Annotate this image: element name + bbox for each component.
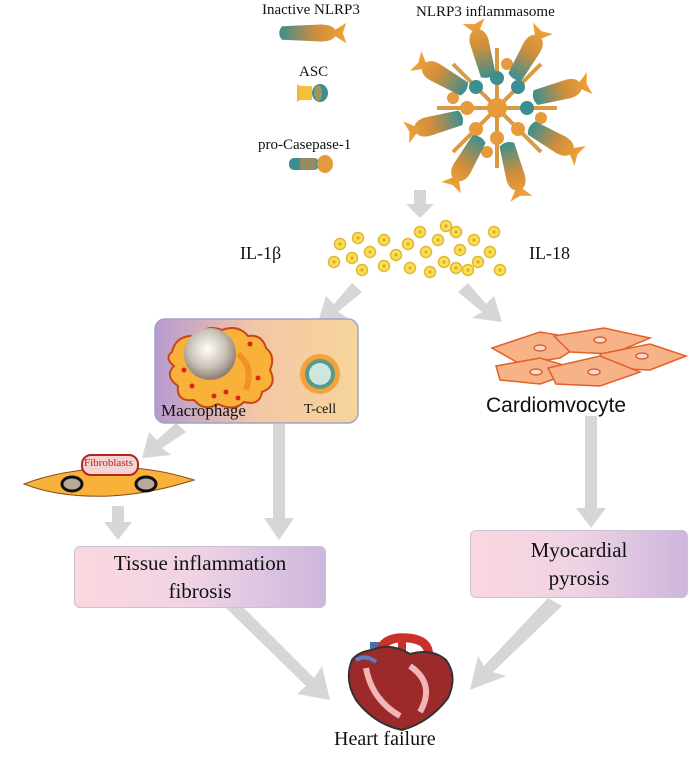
asc-label: ASC <box>299 64 329 80</box>
macrophage-label: Macrophage <box>161 401 246 420</box>
arrow-tissue-to-heart <box>226 604 330 700</box>
macrophage-icon <box>167 327 274 409</box>
cytokine-cloud <box>327 219 507 279</box>
arrow-fibroblast-to-tissue <box>104 506 132 540</box>
inactive-nlrp3-icon <box>279 22 347 44</box>
myocardial-pyrosis-line1: Myocardial <box>530 537 628 562</box>
heart-failure-label: Heart failure <box>334 728 436 750</box>
il18-label: IL-18 <box>529 243 570 263</box>
fibroblasts-label: Fibroblasts <box>84 457 133 469</box>
myocardial-pyrosis-line2: pyrosis <box>548 566 610 590</box>
arrow-cytokines-to-cardiomyocyte <box>458 283 502 322</box>
arrow-macrophage-to-fibroblast <box>142 423 186 458</box>
nlrp3-inflammasome-label: NLRP3 inflammasome <box>416 4 555 20</box>
arrow-cardiomyocyte-to-myocardial <box>576 416 606 528</box>
t-cell-icon <box>300 354 340 394</box>
tissue-inflammation-line2: fibrosis <box>168 579 232 603</box>
il1b-label: IL-1β <box>240 243 282 263</box>
arrow-immune-to-tissue <box>264 424 294 540</box>
pro-caspase-label: pro-Casepase-1 <box>258 137 352 153</box>
inflammasome-icon <box>403 18 593 202</box>
tissue-inflammation-line1: Tissue inflammation <box>113 550 287 575</box>
tissue-inflammation-box: Tissue inflammation fibrosis <box>74 546 326 608</box>
arrow-cytokines-to-immune <box>318 283 362 322</box>
pro-caspase-icon <box>289 155 333 173</box>
tcell-label: T-cell <box>304 402 337 417</box>
myocardial-pyrosis-box: Myocardial pyrosis <box>470 530 688 598</box>
heart-icon <box>347 633 454 732</box>
asc-icon <box>297 84 328 102</box>
cardiomyocyte-icon <box>490 327 689 387</box>
fibroblast-icon <box>22 454 196 497</box>
inactive-nlrp3-label: Inactive NLRP3 <box>262 2 360 18</box>
arrow-myocardial-to-heart <box>470 598 562 690</box>
cardiomyocyte-label: Cardiomvocyte <box>486 394 627 417</box>
arrow-inflammasome-to-cytokines <box>406 190 434 218</box>
inflammasome-inner-ring <box>447 58 547 158</box>
